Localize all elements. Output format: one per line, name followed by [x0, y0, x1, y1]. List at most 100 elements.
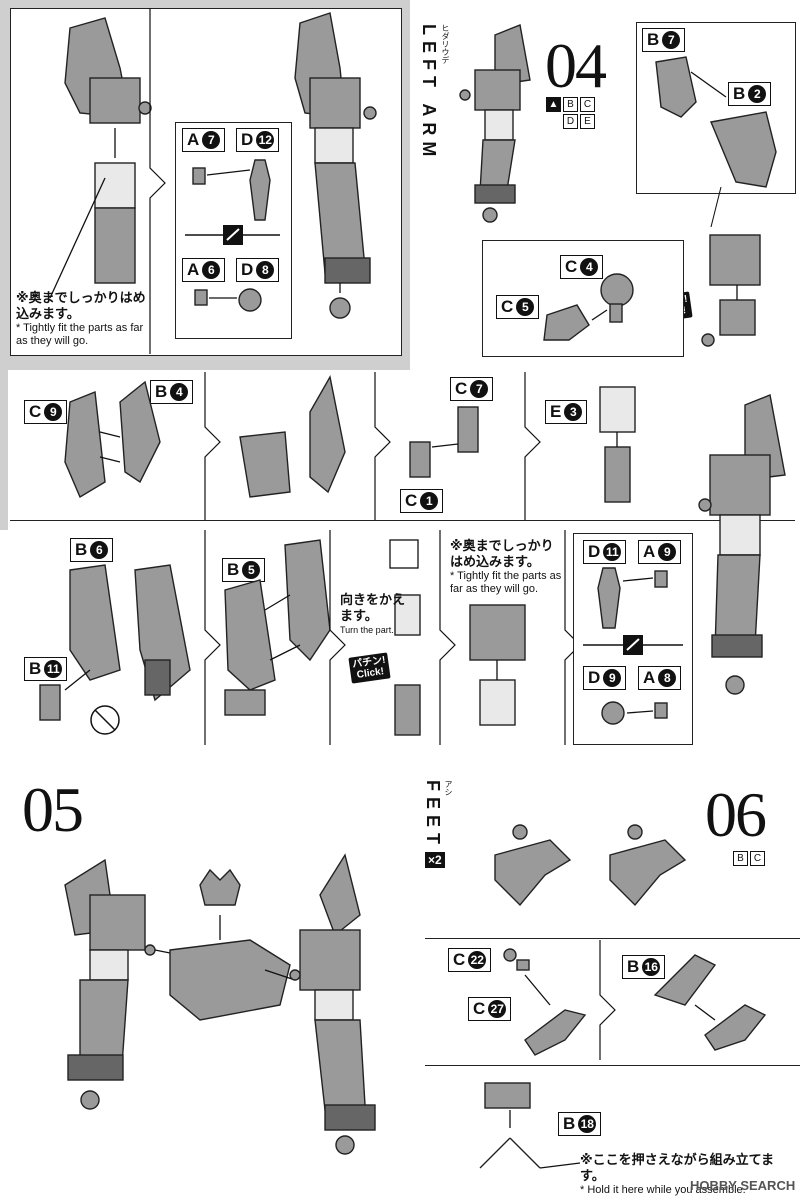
arrow [591, 309, 608, 321]
elbow-joint [409, 441, 431, 478]
cuff [324, 257, 371, 284]
foot-claw [479, 1137, 541, 1169]
arrow [626, 710, 654, 714]
feet-row-divider [425, 938, 800, 939]
hold-note: ※ここを押さえながら組み立てます。 * Hold it here while y… [580, 1152, 774, 1196]
arrow [694, 1004, 716, 1021]
forearm-armor-left [69, 564, 121, 681]
shield-half [64, 391, 106, 499]
joint-ball [144, 944, 156, 956]
step-divider [204, 530, 221, 745]
fit-note: ※奥までしっかりはめ込みます。 * Tightly fit the parts … [16, 290, 146, 347]
step-divider [374, 372, 391, 520]
hand-fist [601, 701, 625, 725]
cuff-part [224, 689, 266, 716]
hand-cover [194, 289, 208, 306]
hand-part [725, 675, 745, 695]
hand-cover [654, 570, 668, 588]
watermark: HOBBY SEARCH [690, 1178, 796, 1193]
forearm [479, 139, 516, 193]
foot-frame [524, 1009, 587, 1056]
cuff [474, 184, 516, 204]
forearm-block [239, 431, 291, 498]
forearm-armor-illustration [39, 530, 581, 745]
joint-ball [138, 101, 152, 115]
shoulder-joint-illustration [543, 273, 634, 341]
ankle-ball [503, 948, 517, 962]
hand-part [329, 297, 351, 319]
step-05-number: 05 [22, 774, 84, 845]
arrow [431, 443, 459, 448]
step-divider [439, 530, 456, 745]
shoulder-block [89, 77, 141, 124]
foot-claw-illustration [479, 1082, 581, 1169]
step-04-title: LEFT ARM [419, 24, 439, 163]
joint-ball [459, 89, 471, 101]
hand-fist [238, 288, 262, 312]
forearm-frame [394, 684, 421, 736]
small-part [39, 684, 61, 721]
shield-armor [309, 375, 346, 494]
hand-options-illustration-2 [583, 567, 683, 725]
click-indicator-2: パチン!Click! [348, 652, 391, 684]
upper-arm-sleeve [314, 127, 354, 164]
no-sign-slash [94, 709, 116, 731]
ankle-ball [512, 824, 528, 840]
shoulder-block [299, 929, 361, 991]
step-06-title-ruby: アシ [444, 780, 453, 796]
upper-arm-frame [94, 207, 136, 284]
turn-note: 向きをかえます。 Turn the part. [340, 592, 406, 635]
shoulder-armor-illustration [655, 56, 777, 228]
torso [169, 939, 291, 1021]
shoulder-block [474, 69, 521, 111]
hand-open [249, 159, 271, 221]
foot [609, 839, 687, 907]
orientation-icon [389, 539, 419, 569]
shoulder-block [89, 894, 146, 951]
hand-cover [654, 702, 668, 719]
step-divider [524, 372, 541, 520]
hand-options-illustration [185, 159, 280, 312]
completed-arm-illustration [698, 394, 786, 695]
wrist-cover [394, 594, 421, 636]
elbow-cover [599, 386, 636, 433]
hand-part [482, 207, 498, 223]
armor-insert [144, 659, 171, 696]
upper-arm-sleeve [314, 989, 354, 1021]
forearm-row-illustration [64, 372, 636, 520]
joint-ball [698, 498, 712, 512]
arrow [690, 71, 727, 98]
foot [494, 839, 572, 907]
upper-arm-sleeve [484, 109, 514, 141]
arrow [64, 669, 91, 691]
head [199, 868, 241, 906]
feet-assembly-illustration [503, 940, 767, 1060]
arrow [264, 969, 296, 981]
shoulder-outer [710, 111, 777, 188]
or-sign-slash [626, 638, 640, 651]
step-divider [149, 8, 166, 354]
elbow-part [457, 406, 479, 453]
shoulder-ball-socket [600, 273, 634, 307]
foot-armor [653, 954, 717, 1006]
step-divider [599, 940, 616, 1060]
foot-block [484, 1082, 531, 1109]
shoulder-armor [319, 853, 361, 937]
